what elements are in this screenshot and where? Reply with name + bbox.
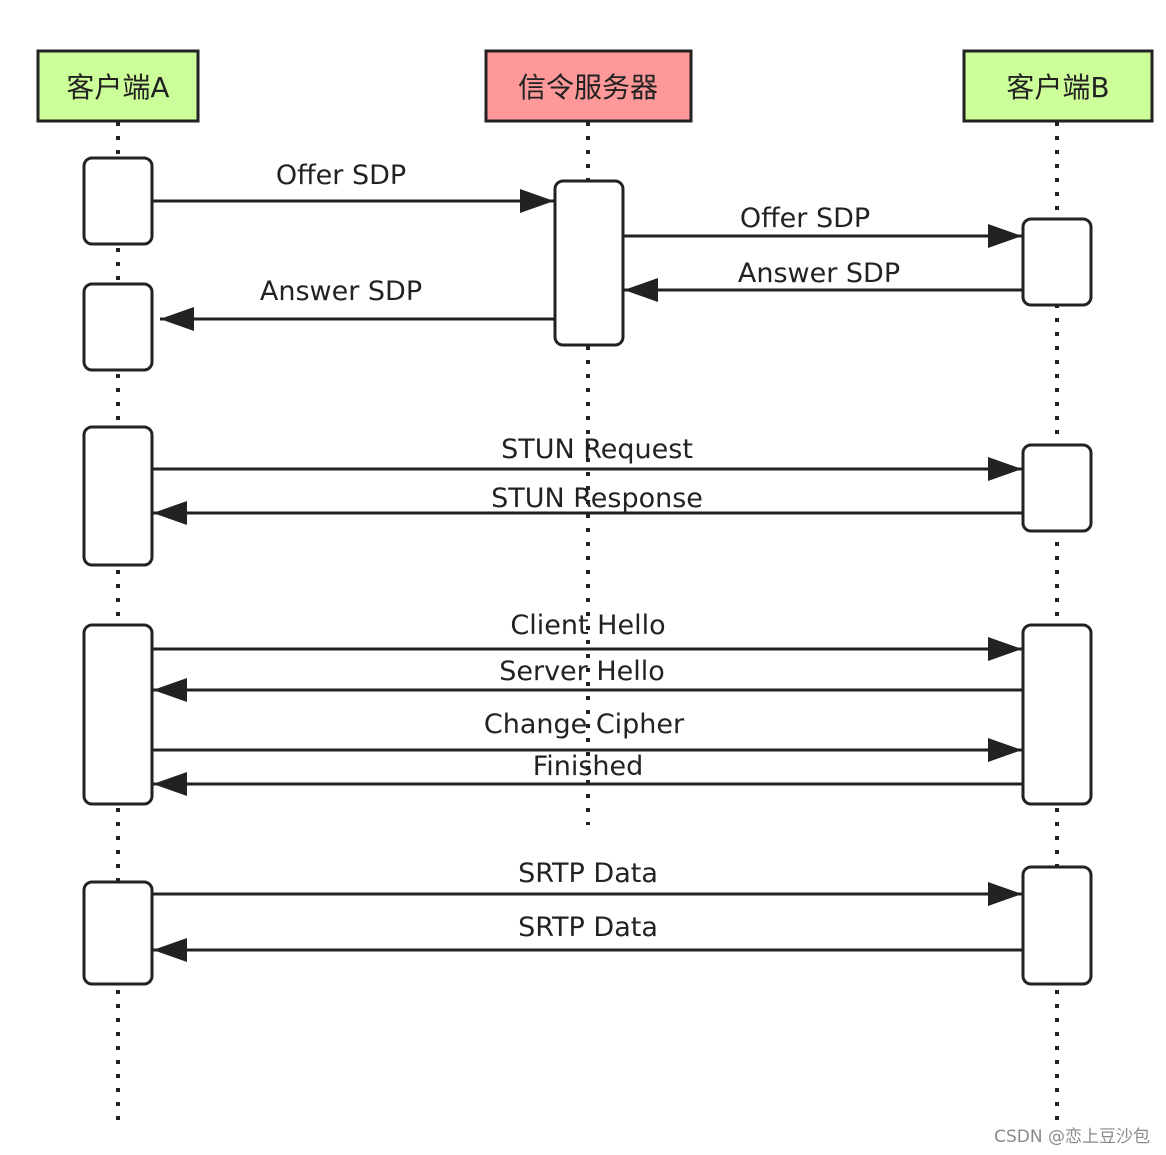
message-label-offer-sdp-a-to-server: Offer SDP: [276, 160, 406, 191]
activation-box-client-b-dtls: [1021, 623, 1093, 806]
activation-box-client-a-dtls: [82, 623, 154, 806]
message-label-stun-request: STUN Request: [501, 434, 693, 465]
message-label-server-hello: Server Hello: [499, 656, 665, 687]
activation-box-client-b-stun: [1021, 443, 1093, 533]
participant-box-client-b: [962, 49, 1154, 123]
activation-box-client-b-srtp: [1021, 865, 1093, 986]
message-label-offer-sdp-server-to-b: Offer SDP: [740, 203, 870, 234]
activation-box-client-a-srtp: [82, 880, 154, 986]
message-label-srtp-data-b-to-a: SRTP Data: [518, 912, 658, 943]
message-label-finished: Finished: [533, 751, 644, 782]
activation-box-signaling-server: [553, 179, 625, 347]
activation-box-client-a-offer: [82, 156, 154, 246]
message-label-stun-response: STUN Response: [491, 483, 703, 514]
message-label-answer-sdp-b-to-server: Answer SDP: [738, 258, 900, 289]
participant-client-a: 客户端A: [36, 49, 200, 123]
participant-label-client-a: 客户端A: [66, 71, 169, 104]
participant-label-client-b: 客户端B: [1006, 71, 1109, 104]
participant-client-b: 客户端B: [962, 49, 1154, 123]
participant-signaling-server: 信令服务器: [484, 49, 693, 123]
watermark: CSDN @恋上豆沙包: [994, 1127, 1150, 1147]
participant-label-signaling-server: 信令服务器: [518, 71, 658, 104]
message-label-srtp-data-a-to-b: SRTP Data: [518, 858, 658, 889]
message-label-client-hello: Client Hello: [510, 610, 665, 641]
message-label-answer-sdp-server-to-a: Answer SDP: [260, 276, 422, 307]
message-label-change-cipher: Change Cipher: [484, 709, 685, 740]
participant-box-signaling-server: [484, 49, 693, 123]
activation-box-client-a-answer: [82, 282, 154, 372]
activation-box-client-b-sdp: [1021, 217, 1093, 307]
participant-box-client-a: [36, 49, 200, 123]
activation-box-client-a-stun: [82, 425, 154, 567]
